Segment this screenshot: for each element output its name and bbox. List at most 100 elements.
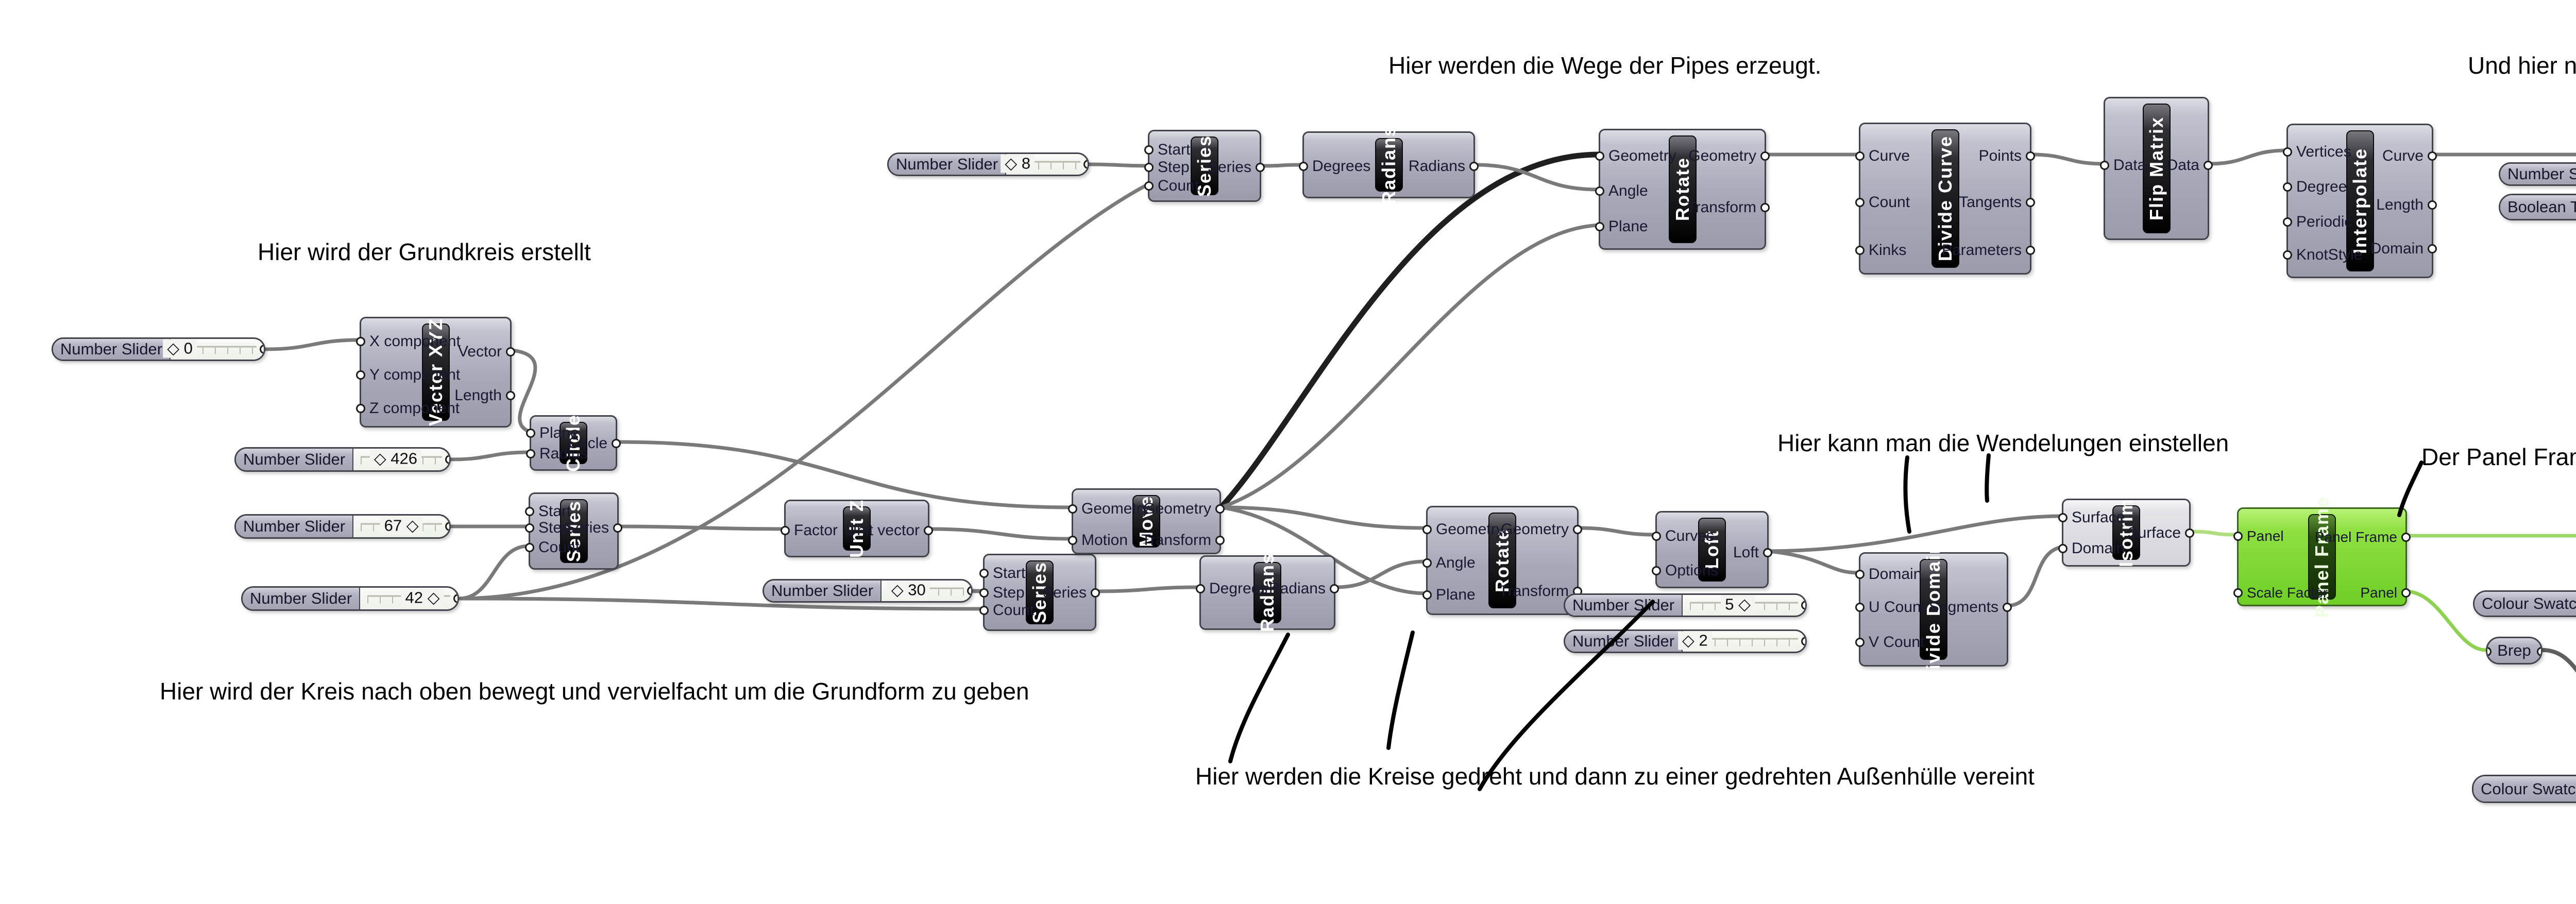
wire-0[interactable] — [1087, 162, 1150, 168]
port-panel-frame-in-scale-factor[interactable] — [2233, 588, 2243, 598]
port-loft-in-options[interactable] — [1652, 566, 1661, 575]
port-interpolate-out-curve[interactable] — [2428, 151, 2437, 161]
number-slider-42-handle[interactable]: 42 ◇ — [401, 588, 444, 607]
port-number-slider-42-out[interactable] — [453, 594, 457, 603]
wire-22[interactable] — [2207, 148, 2289, 166]
wire-10[interactable] — [927, 527, 1074, 541]
port-loft-in-curves[interactable] — [1652, 532, 1661, 541]
port-interpolate-in-periodic[interactable] — [2283, 217, 2292, 227]
number-slider-426-handle[interactable]: ◇ 426 — [369, 449, 421, 468]
node-brep[interactable]: Brep — [2486, 637, 2543, 664]
number-slider-30-handle[interactable]: ◇ 30 — [887, 581, 930, 600]
port-series-left-in-start[interactable] — [525, 507, 534, 516]
port-number-slider-u-out[interactable] — [1801, 601, 1805, 610]
port-number-slider-67-out[interactable] — [445, 522, 449, 531]
wire-30[interactable] — [1767, 549, 1861, 575]
port-move-out-geometry[interactable] — [1215, 504, 1225, 514]
port-series-top-in-step[interactable] — [1144, 163, 1154, 172]
port-rotate-bottom-in-geometry[interactable] — [1422, 525, 1432, 534]
wire-15[interactable] — [1219, 223, 1601, 509]
number-slider-x-handle[interactable]: ◇ 0 — [163, 339, 197, 358]
wire-17[interactable] — [1219, 505, 1428, 595]
number-slider-67-handle[interactable]: 67 ◇ — [380, 516, 423, 535]
wire-28[interactable] — [1577, 526, 1657, 537]
number-slider-x-track[interactable]: ◇ 0 — [163, 339, 264, 360]
number-slider-30-track[interactable]: ◇ 30 — [882, 581, 971, 601]
port-isotrim-in-surface[interactable] — [2058, 513, 2067, 522]
port-number-slider-x-out[interactable] — [260, 345, 264, 354]
node-boolean-toggle[interactable]: Boolean ToggleTrue — [2499, 194, 2576, 220]
node-number-slider-radius[interactable]: Number Slider8 ◇ — [2499, 162, 2576, 186]
port-divide-domain2-in-u-count[interactable] — [1855, 603, 1865, 612]
port-move-in-motion[interactable] — [1068, 536, 1077, 545]
port-number-slider-426-out[interactable] — [445, 455, 449, 464]
port-divide-curve-out-points[interactable] — [2026, 151, 2035, 161]
port-isotrim-out-surface[interactable] — [2185, 528, 2194, 538]
port-interpolate-in-degree[interactable] — [2283, 182, 2292, 192]
port-circle-out-circle[interactable] — [612, 439, 621, 448]
wire-35[interactable] — [2540, 648, 2576, 701]
number-slider-top-handle[interactable]: ◇ 8 — [1001, 154, 1035, 173]
port-series-mid-in-count[interactable] — [979, 606, 989, 615]
wire-18[interactable] — [1473, 163, 1601, 192]
port-vector-xyz-out-length[interactable] — [506, 391, 515, 400]
wire-31[interactable] — [2006, 545, 2064, 608]
node-number-slider-top[interactable]: Number Slider◇ 8 — [887, 152, 1089, 176]
port-rotate-bottom-in-plane[interactable] — [1422, 590, 1432, 600]
port-loft-out-loft[interactable] — [1763, 548, 1772, 557]
port-interpolate-in-vertices[interactable] — [2283, 147, 2292, 157]
port-series-top-out-series[interactable] — [1256, 163, 1265, 172]
node-colour-swatch-green[interactable]: Colour Swatch — [2473, 590, 2576, 617]
number-slider-top-track[interactable]: ◇ 8 — [1001, 154, 1088, 175]
port-interpolate-out-length[interactable] — [2428, 200, 2437, 210]
port-series-top-in-start[interactable] — [1144, 145, 1154, 155]
port-rotate-top-in-plane[interactable] — [1595, 222, 1604, 231]
port-series-left-out-series[interactable] — [613, 523, 622, 533]
port-rotate-top-out-geometry[interactable] — [1760, 151, 1770, 161]
wire-8[interactable] — [615, 440, 1074, 509]
port-radians-bottom-out-radians[interactable] — [1330, 584, 1339, 593]
port-series-mid-in-step[interactable] — [979, 588, 989, 598]
port-vector-xyz-in-x-component[interactable] — [356, 337, 365, 346]
wire-1[interactable] — [457, 544, 531, 601]
port-panel-frame-in-panel[interactable] — [2233, 532, 2243, 541]
wire-16[interactable] — [1219, 505, 1428, 530]
port-rotate-top-out-transform[interactable] — [1760, 203, 1770, 212]
port-divide-curve-in-curve[interactable] — [1855, 151, 1865, 161]
node-colour-swatch-black[interactable]: Colour Swatch — [2472, 775, 2576, 803]
wire-21[interactable] — [2029, 152, 2106, 166]
port-divide-domain2-in-v-count[interactable] — [1855, 638, 1865, 647]
port-rotate-top-in-geometry[interactable] — [1595, 151, 1604, 161]
port-rotate-top-in-angle[interactable] — [1595, 186, 1604, 196]
port-divide-domain2-out-segments[interactable] — [2003, 603, 2012, 612]
wire-6[interactable] — [263, 338, 362, 351]
number-slider-u-handle[interactable]: 5 ◇ — [1721, 595, 1755, 614]
port-series-mid-in-start[interactable] — [979, 569, 989, 578]
wire-29[interactable] — [1767, 514, 2064, 553]
port-interpolate-out-domain[interactable] — [2428, 244, 2437, 253]
port-series-mid-out-series[interactable] — [1091, 588, 1100, 598]
wire-13[interactable] — [1333, 559, 1428, 589]
number-slider-v-track[interactable]: ◇ 2 — [1678, 631, 1805, 652]
wire-12[interactable] — [1094, 585, 1201, 593]
number-slider-67-track[interactable]: 67 ◇ — [353, 516, 449, 537]
port-flip-matrix-in-data[interactable] — [2100, 161, 2109, 170]
number-slider-426-track[interactable]: ◇ 426 — [353, 449, 449, 470]
port-divide-curve-in-count[interactable] — [1855, 198, 1865, 207]
port-vector-xyz-out-vector[interactable] — [506, 347, 515, 356]
